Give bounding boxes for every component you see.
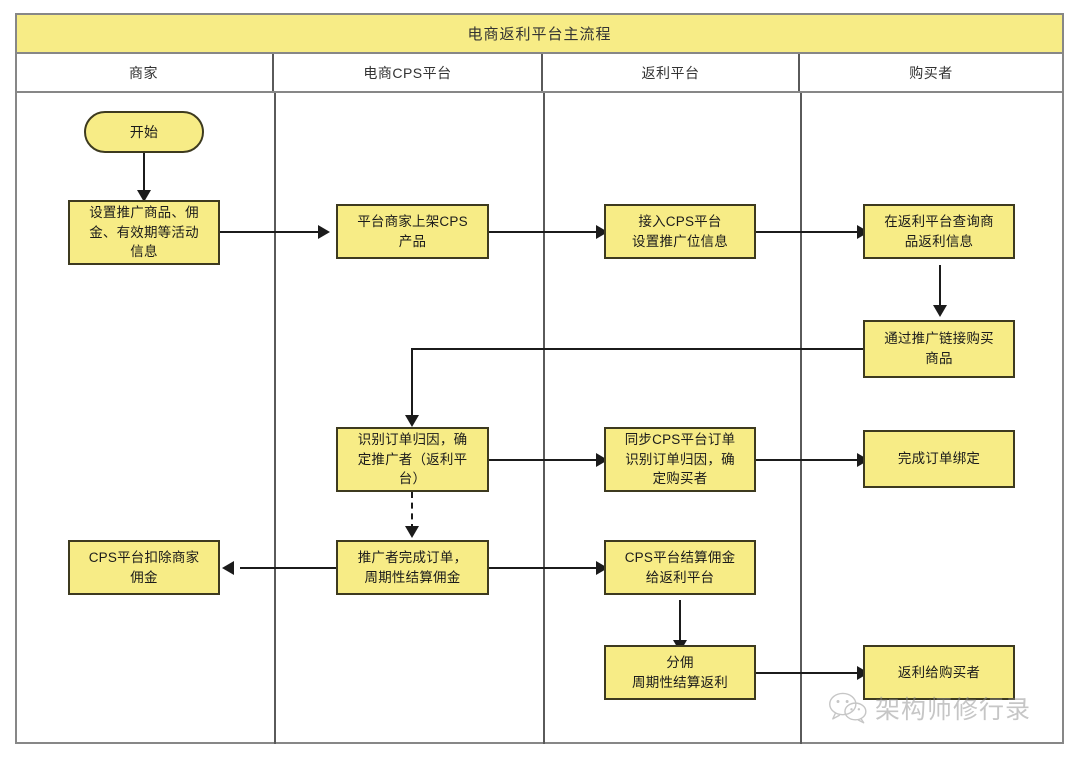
edge-query-rebate-to-buy-arrow [933, 305, 947, 317]
edge-split-to-rebate-buyer-line [756, 672, 861, 674]
lane-divider-3 [800, 93, 802, 744]
edge-sync-to-bind-line [756, 459, 861, 461]
node-start[interactable]: 开始 [84, 111, 204, 153]
node-buy-via-link[interactable]: 通过推广链接购买 商品 [863, 320, 1015, 378]
edge-pay-rebate-to-split-line [679, 600, 681, 642]
edge-buy-to-attribute-arrow [405, 415, 419, 427]
node-query-rebate[interactable]: 在返利平台查询商 品返利信息 [863, 204, 1015, 259]
node-attribute-order[interactable]: 识别订单归因，确 定推广者（返利平 台） [336, 427, 489, 492]
node-settle-commission[interactable]: 推广者完成订单， 周期性结算佣金 [336, 540, 489, 595]
node-split-commission[interactable]: 分佣 周期性结算返利 [604, 645, 756, 700]
lane-divider-2 [543, 93, 545, 744]
edge-settle-to-deduct-arrow [222, 561, 234, 575]
edge-settle-to-pay-rebate-line [489, 567, 599, 569]
edge-buy-to-attribute-hline [411, 348, 865, 350]
edge-start-to-set-campaign-line [143, 150, 145, 192]
edge-buy-to-attribute-vline [411, 348, 413, 420]
edge-list-cps-to-connect-cps-line [489, 231, 599, 233]
node-pay-rebate-platform[interactable]: CPS平台结算佣金 给返利平台 [604, 540, 756, 595]
node-set-campaign[interactable]: 设置推广商品、佣 金、有效期等活动 信息 [68, 200, 220, 265]
lane-header-rebate: 返利平台 [543, 54, 800, 91]
edge-set-campaign-to-list-cps-arrow [318, 225, 330, 239]
edge-start-to-set-campaign-arrow [137, 190, 151, 202]
edge-attribute-to-sync-line [489, 459, 599, 461]
node-sync-cps-order[interactable]: 同步CPS平台订单 识别订单归因，确 定购买者 [604, 427, 756, 492]
edge-set-campaign-to-list-cps-line [220, 231, 320, 233]
edge-attribute-to-settle-dashed-line [411, 492, 413, 530]
node-rebate-to-buyer[interactable]: 返利给购买者 [863, 645, 1015, 700]
lane-header-row: 商家 电商CPS平台 返利平台 购买者 [15, 54, 1064, 93]
node-deduct-commission[interactable]: CPS平台扣除商家 佣金 [68, 540, 220, 595]
edge-connect-cps-to-query-rebate-line [756, 231, 861, 233]
node-connect-cps[interactable]: 接入CPS平台 设置推广位信息 [604, 204, 756, 259]
node-list-cps-product[interactable]: 平台商家上架CPS 产品 [336, 204, 489, 259]
edge-attribute-to-settle-arrow [405, 526, 419, 538]
edge-settle-to-deduct-line [240, 567, 336, 569]
lane-header-buyer: 购买者 [909, 64, 953, 81]
lane-header-cps: 电商CPS平台 [274, 54, 543, 91]
lane-divider-1 [274, 93, 276, 744]
edge-query-rebate-to-buy-line [939, 265, 941, 307]
lane-header-merchant: 商家 [15, 54, 274, 91]
node-bind-order[interactable]: 完成订单绑定 [863, 430, 1015, 488]
page-title: 电商返利平台主流程 [15, 13, 1064, 54]
